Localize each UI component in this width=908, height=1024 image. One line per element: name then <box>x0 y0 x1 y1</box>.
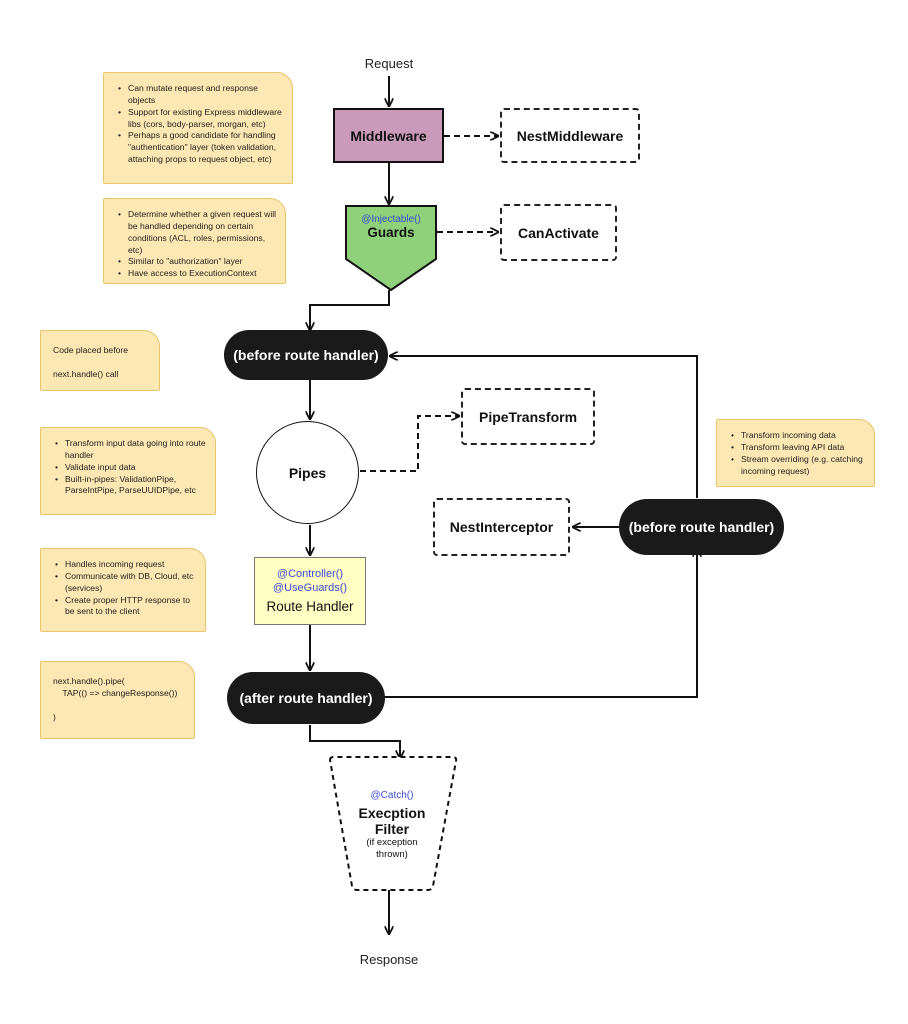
note-item: Similar to "authorization" layer <box>118 256 277 268</box>
filter-title-line-2: Filter <box>374 821 410 838</box>
note-item: Handles incoming request <box>55 559 197 571</box>
dashed-arrow-to-pipe-transform <box>360 416 459 472</box>
note-item: Built-in-pipes: ValidationPipe, ParseInt… <box>55 474 207 498</box>
note-item: Stream overriding (e.g. catching incomin… <box>731 454 866 478</box>
arrow-after-to-interceptor <box>380 549 697 698</box>
pipes-label: Pipes <box>288 464 327 481</box>
exception-filter-shape <box>328 756 458 891</box>
route-handler-title: Route Handler <box>266 598 354 614</box>
note-code-after-text: next.handle().pipe( TAP(() => changeResp… <box>53 676 178 722</box>
note-pipes: Transform input data going into route ha… <box>40 427 216 515</box>
filter-sub-line-1: (if exception <box>366 837 418 849</box>
before-route-handler-pill: (before route handler) <box>224 330 388 380</box>
middleware-box: Middleware <box>333 108 444 163</box>
request-label: Request <box>364 56 414 71</box>
pipe-transform-box: PipeTransform <box>461 388 595 445</box>
note-code-after: next.handle().pipe( TAP(() => changeResp… <box>40 661 195 739</box>
interceptor-before-label: (before route handler) <box>628 519 775 535</box>
guards-decorator: @Injectable() <box>361 214 421 225</box>
note-item: Determine whether a given request will b… <box>118 209 277 256</box>
after-route-handler-pill: (after route handler) <box>227 672 385 724</box>
filter-sub-line-2: thrown) <box>376 848 408 860</box>
pipe-transform-label: PipeTransform <box>478 408 578 425</box>
after-route-handler-label: (after route handler) <box>239 690 373 706</box>
nest-interceptor-box: NestInterceptor <box>433 498 570 556</box>
can-activate-box: CanActivate <box>500 204 617 261</box>
note-code-before-text: Code placed before next.handle() call <box>53 345 129 379</box>
note-item: Communicate with DB, Cloud, etc (service… <box>55 571 197 595</box>
note-item: Create proper HTTP response to be sent t… <box>55 595 197 619</box>
guards-shape <box>345 205 437 292</box>
note-interceptor: Transform incoming data Transform leavin… <box>716 419 875 487</box>
nest-middleware-label: NestMiddleware <box>516 127 624 144</box>
note-item: Transform leaving API data <box>731 442 866 454</box>
catch-decorator: @Catch() <box>370 790 414 801</box>
can-activate-label: CanActivate <box>518 224 599 241</box>
pipes-circle: Pipes <box>256 421 359 524</box>
arrow-interceptor-to-before <box>390 356 698 498</box>
before-route-handler-label: (before route handler) <box>233 347 379 363</box>
note-guards: Determine whether a given request will b… <box>103 198 286 284</box>
use-guards-decorator: @UseGuards() <box>272 581 348 594</box>
note-route-handler: Handles incoming request Communicate wit… <box>40 548 206 632</box>
note-item: Perhaps a good candidate for handling "a… <box>118 130 284 166</box>
note-item: Transform input data going into route ha… <box>55 438 207 462</box>
note-item: Support for existing Express middleware … <box>118 107 284 131</box>
note-item: Validate input data <box>55 462 207 474</box>
note-item: Transform incoming data <box>731 430 866 442</box>
interceptor-before-pill: (before route handler) <box>619 499 784 555</box>
guards-text: @Injectable() Guards <box>346 214 436 240</box>
guards-title: Guards <box>367 225 415 240</box>
nest-middleware-box: NestMiddleware <box>500 108 640 163</box>
route-handler-box: @Controller() @UseGuards() Route Handler <box>254 557 366 625</box>
note-middleware: Can mutate request and response objects … <box>103 72 293 184</box>
note-code-before: Code placed before next.handle() call <box>40 330 160 391</box>
filter-title-line-1: Execption <box>358 805 426 821</box>
arrow-guards-to-before <box>310 290 390 330</box>
note-item: Have access to ExecutionContext <box>118 268 277 280</box>
response-label: Response <box>359 952 419 967</box>
controller-decorator: @Controller() <box>276 568 344 581</box>
note-item: Can mutate request and response objects <box>118 83 284 107</box>
nest-interceptor-label: NestInterceptor <box>449 519 554 535</box>
exception-filter-text: @Catch() Execption Filter (if exception … <box>330 790 454 860</box>
middleware-label: Middleware <box>350 127 427 144</box>
arrow-after-to-filter <box>309 725 400 758</box>
